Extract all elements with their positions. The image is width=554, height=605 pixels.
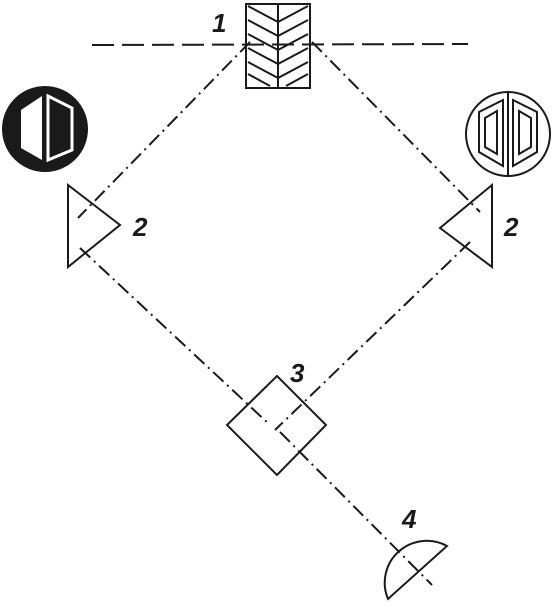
object-block bbox=[245, 3, 311, 89]
herringbone-pattern bbox=[247, 5, 309, 87]
label-object: 1 bbox=[212, 8, 226, 38]
ray-splitter-to-eyepiece bbox=[279, 431, 433, 586]
half-filled-view-icon bbox=[2, 86, 88, 172]
beam-splitter bbox=[225, 374, 328, 477]
label-eyepiece: 4 bbox=[401, 504, 417, 534]
ray-left-prism-to-splitter bbox=[79, 247, 271, 426]
object-axis-line bbox=[91, 43, 469, 46]
label-right-prism: 2 bbox=[503, 212, 519, 242]
outline-view-icon bbox=[465, 91, 551, 177]
label-beam-splitter: 3 bbox=[290, 358, 305, 388]
label-left-prism: 2 bbox=[132, 212, 148, 242]
ray-right-prism-to-splitter bbox=[274, 241, 471, 431]
ray-object-to-right-prism bbox=[311, 41, 481, 213]
right-prism bbox=[438, 182, 493, 269]
left-prism bbox=[67, 182, 122, 270]
ray-paths bbox=[77, 41, 481, 586]
eyepiece bbox=[383, 539, 449, 601]
ray-object-to-left-prism bbox=[77, 41, 251, 219]
